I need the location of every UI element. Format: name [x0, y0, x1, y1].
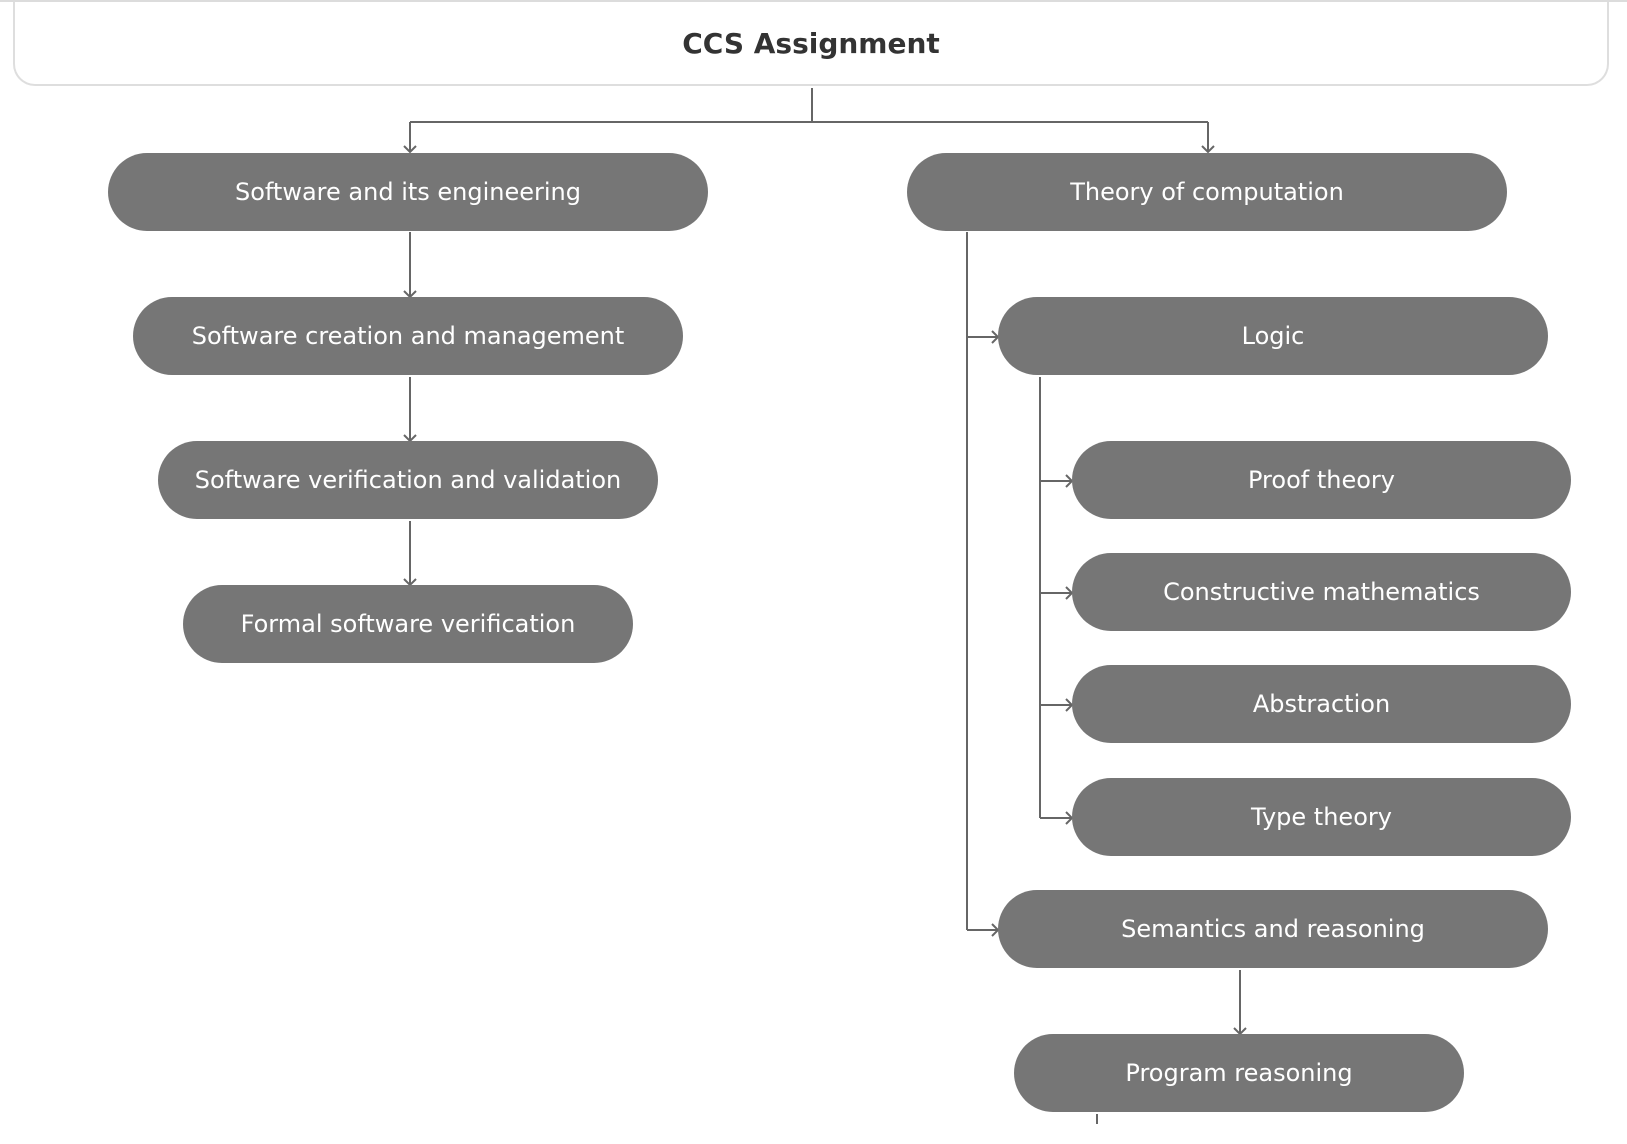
node-theory-of-computation[interactable]: Theory of computation: [907, 153, 1507, 231]
node-proof-theory[interactable]: Proof theory: [1072, 441, 1571, 519]
node-semantics-and-reasoning[interactable]: Semantics and reasoning: [998, 890, 1548, 968]
connector-logic-proof: [1040, 474, 1074, 488]
node-label: Proof theory: [1248, 466, 1395, 494]
node-label: Abstraction: [1252, 690, 1391, 718]
connector-logic-abstraction: [1040, 698, 1074, 712]
node-label: Software verification and validation: [194, 466, 622, 494]
connector-theory-semantics: [967, 923, 1000, 937]
node-type-theory[interactable]: Type theory: [1072, 778, 1571, 856]
root-connector: [409, 88, 1209, 152]
node-label: Logic: [1241, 322, 1305, 350]
node-software-engineering[interactable]: Software and its engineering: [108, 153, 708, 231]
connector-theory-logic: [967, 330, 1000, 344]
connector-logic-constructive: [1040, 586, 1074, 600]
connector-engineering-creation: [403, 232, 417, 299]
node-label: Theory of computation: [1070, 178, 1344, 206]
title-box: CCS Assignment: [13, 2, 1609, 86]
top-rule: [0, 0, 1627, 2]
node-program-reasoning[interactable]: Program reasoning: [1014, 1034, 1464, 1112]
connector-creation-verification: [403, 377, 417, 443]
node-logic[interactable]: Logic: [998, 297, 1548, 375]
node-label: Constructive mathematics: [1163, 578, 1480, 606]
node-label: Software creation and management: [191, 322, 625, 350]
node-label: Type theory: [1251, 803, 1392, 831]
node-label: Program reasoning: [1125, 1059, 1353, 1087]
node-label: Formal software verification: [240, 610, 576, 638]
connector-semantics-program: [1233, 970, 1247, 1036]
node-label: Semantics and reasoning: [1121, 915, 1425, 943]
node-software-creation[interactable]: Software creation and management: [133, 297, 683, 375]
node-constructive-mathematics[interactable]: Constructive mathematics: [1072, 553, 1571, 631]
node-software-verification[interactable]: Software verification and validation: [158, 441, 658, 519]
connector-verification-formal: [403, 521, 417, 587]
node-abstraction[interactable]: Abstraction: [1072, 665, 1571, 743]
connector-logic-type: [1040, 811, 1074, 825]
node-label: Software and its engineering: [234, 178, 582, 206]
root-arrowheads: [403, 145, 1215, 154]
diagram-title: CCS Assignment: [682, 26, 940, 60]
node-formal-verification[interactable]: Formal software verification: [183, 585, 633, 663]
